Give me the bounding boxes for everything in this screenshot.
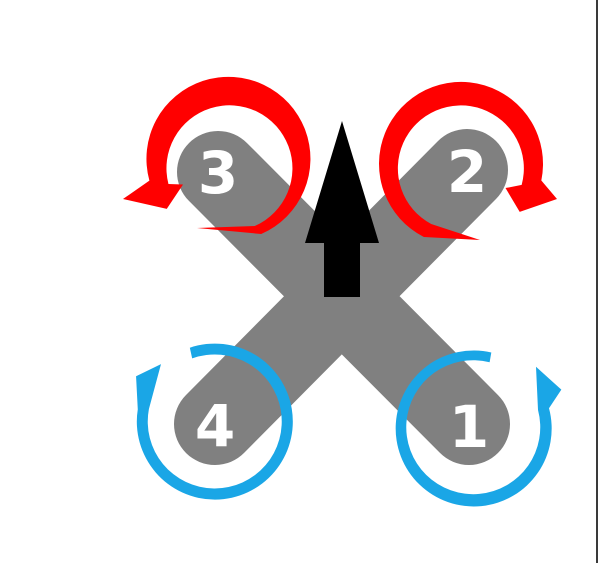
motor-2: 2 [379,81,557,240]
clockwise-rotation-arrow-icon [379,81,557,240]
motor-label: 3 [198,139,238,207]
right-edge-border [596,0,598,563]
forward-arrow-icon [305,121,379,297]
motor-label: 4 [195,392,235,460]
motor-1: 1 [395,350,562,507]
motor-label: 1 [449,393,489,461]
motor-3: 4 [136,343,293,500]
motor-4: 3 [122,76,311,235]
clockwise-rotation-arrow-icon [122,76,311,235]
motor-label: 2 [447,138,487,206]
